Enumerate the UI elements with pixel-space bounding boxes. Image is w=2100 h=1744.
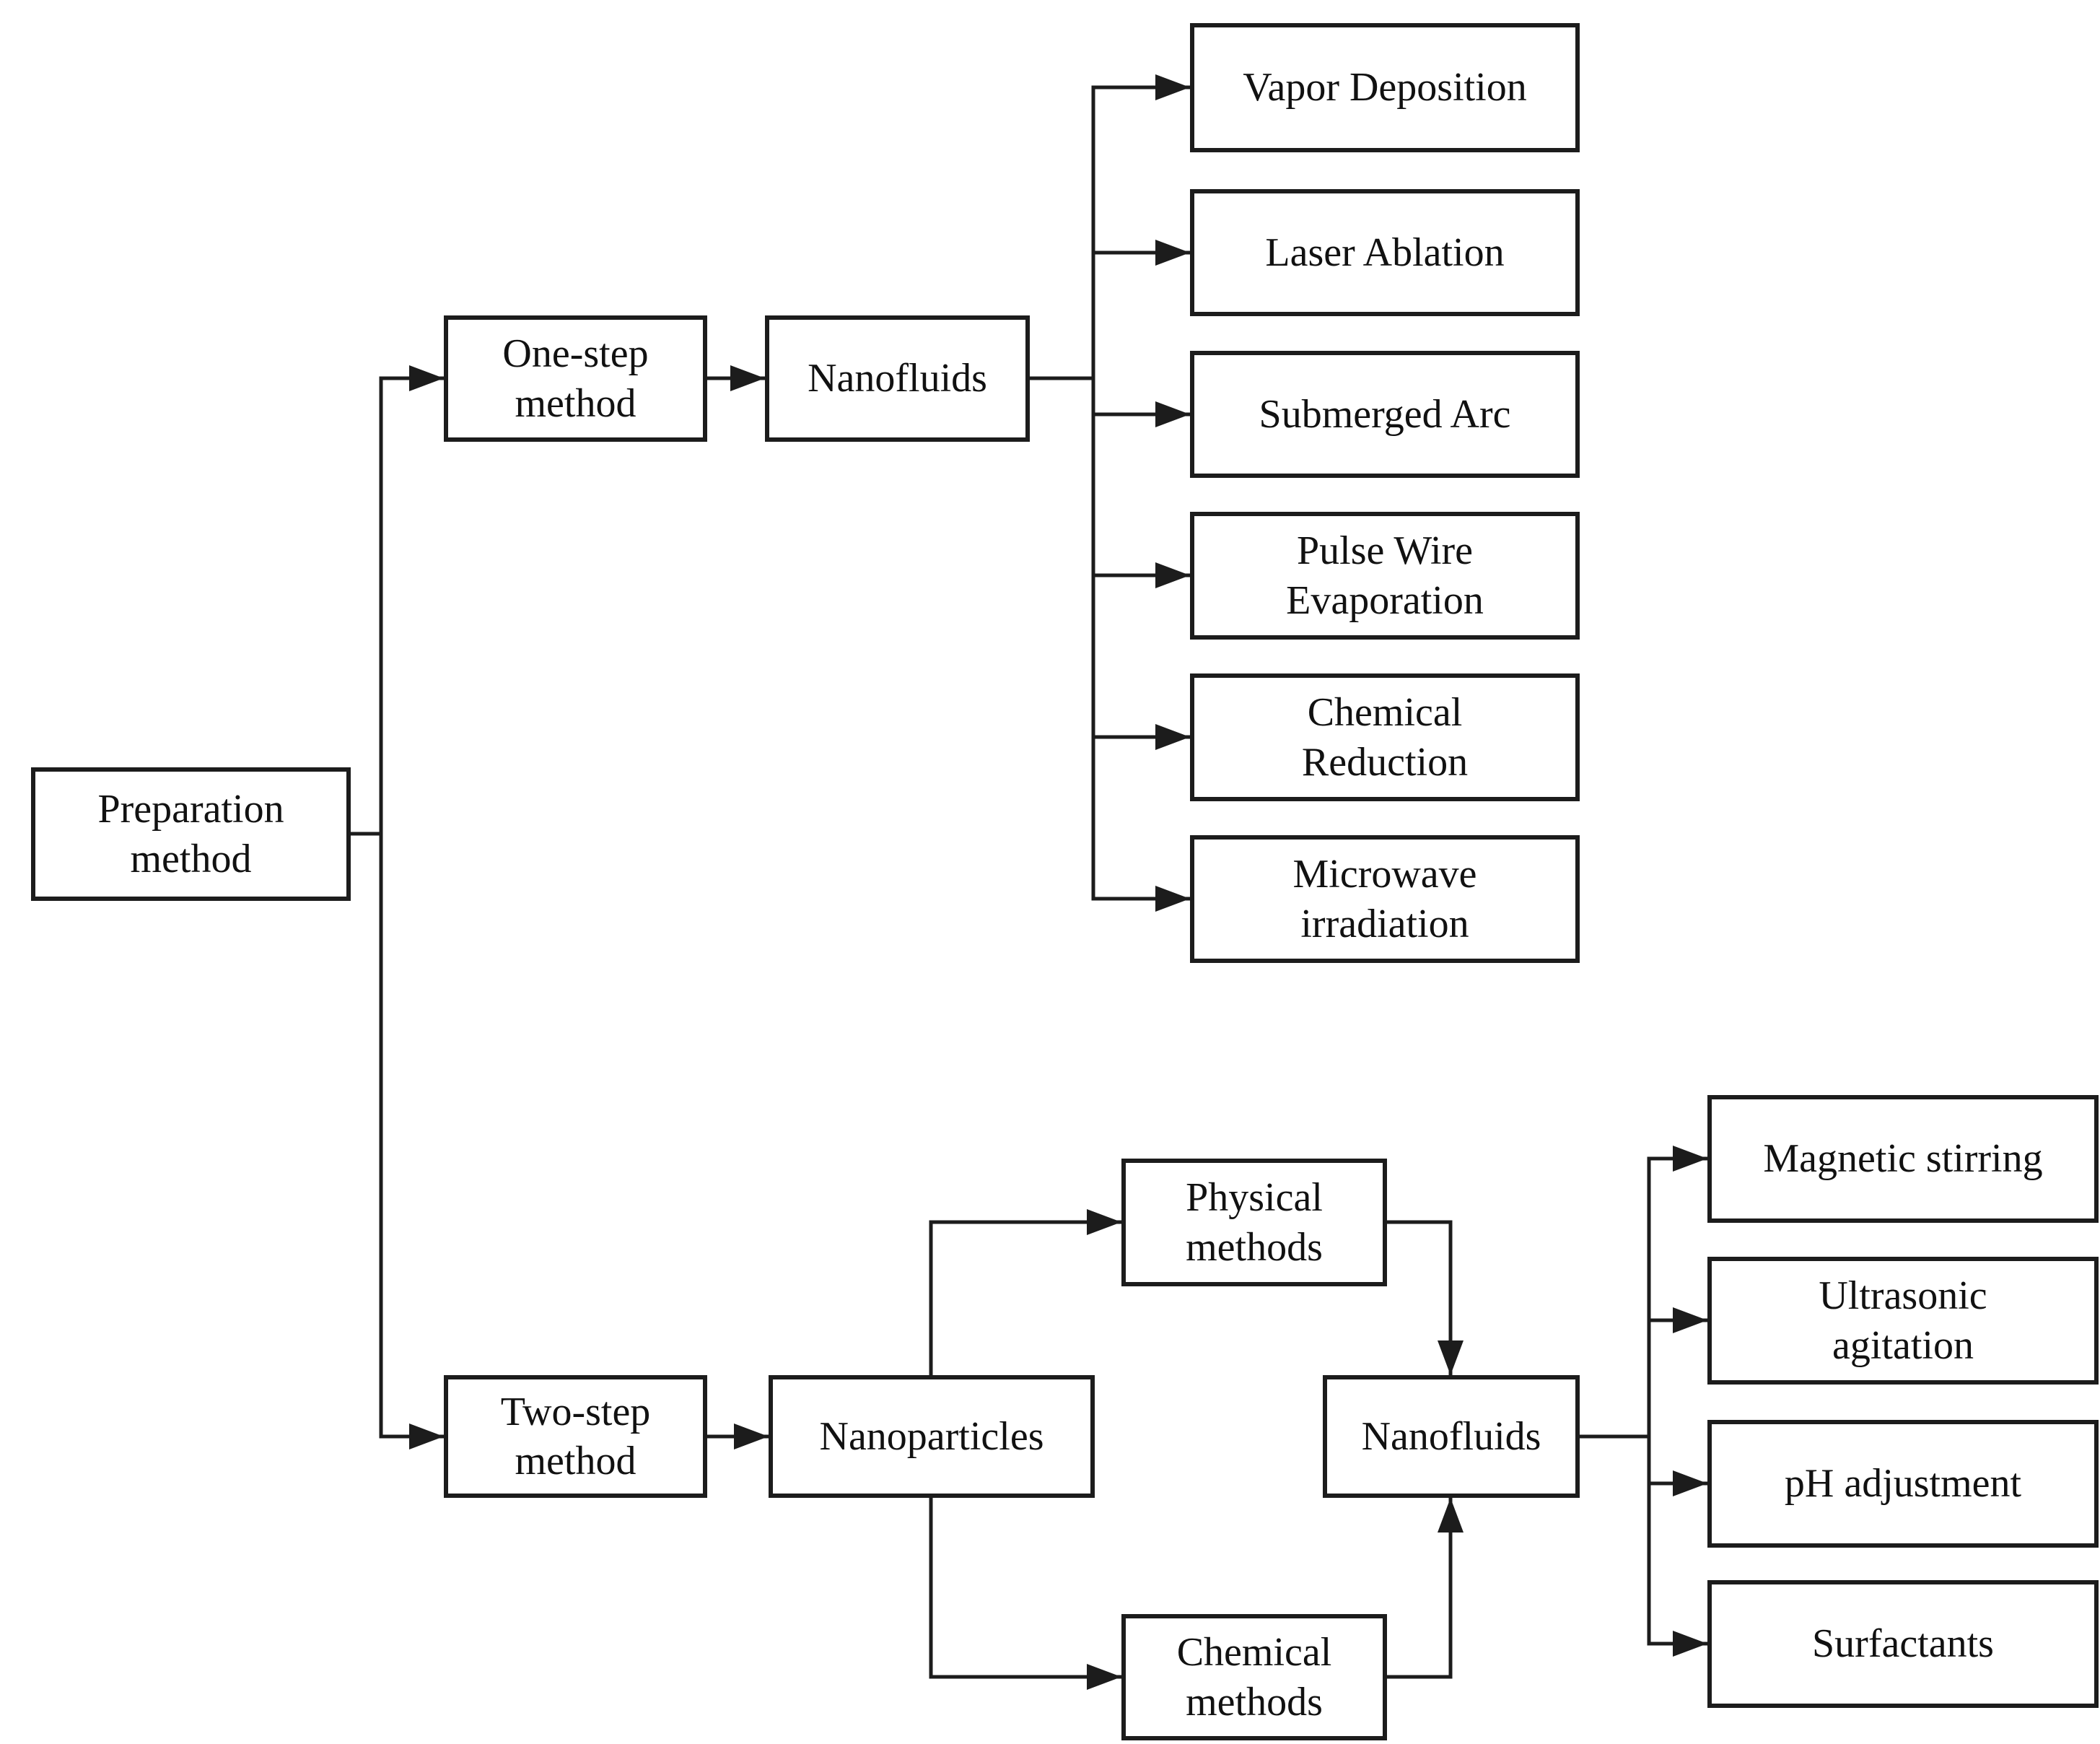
node-submerged-arc: Submerged Arc (1190, 351, 1580, 478)
node-nanoparticles: Nanoparticles (769, 1375, 1095, 1498)
node-label: Chemical Reduction (1301, 690, 1469, 785)
node-label: Two-step method (500, 1389, 651, 1483)
edge-chemical-nanofluids (1385, 1497, 1464, 1679)
node-ultrasonic-agitation: Ultrasonic agitation (1707, 1257, 2099, 1385)
node-label: Pulse Wire Evaporation (1286, 528, 1484, 623)
node-label: Laser Ablation (1265, 230, 1505, 275)
edge-nanoparticles-chemical (929, 1496, 1122, 1690)
node-label: Nanofluids (1361, 1413, 1541, 1459)
node-label: Submerged Arc (1259, 391, 1511, 437)
edge-nanofluids-bottom-trunk (1578, 1156, 1651, 1646)
node-magnetic-stirring: Magnetic stirring (1707, 1095, 2099, 1223)
node-label: Nanofluids (808, 356, 987, 401)
node-vapor-deposition: Vapor Deposition (1190, 23, 1580, 152)
node-label: Vapor Deposition (1243, 65, 1527, 110)
node-label: pH adjustment (1784, 1461, 2022, 1507)
node-two-step-method: Two-step method (444, 1375, 707, 1498)
node-label: Physical methods (1186, 1175, 1323, 1270)
edge-nanoparticles-physical (929, 1209, 1122, 1377)
node-label: Magnetic stirring (1763, 1136, 2043, 1182)
node-label: Chemical methods (1176, 1630, 1332, 1725)
node-label: Preparation method (97, 787, 284, 881)
node-label: One-step method (502, 331, 649, 426)
node-one-step-method: One-step method (444, 315, 707, 442)
node-laser-ablation: Laser Ablation (1190, 189, 1580, 316)
node-microwave-irradiation: Microwave irradiation (1190, 835, 1580, 963)
node-label: Surfactants (1812, 1621, 1994, 1667)
node-chemical-reduction: Chemical Reduction (1190, 673, 1580, 801)
node-ph-adjustment: pH adjustment (1707, 1420, 2099, 1548)
node-label: Microwave irradiation (1292, 852, 1477, 946)
node-nanofluids-bottom: Nanofluids (1323, 1375, 1580, 1498)
edge-preparation-trunk (349, 376, 383, 1439)
edge-physical-nanofluids (1385, 1220, 1464, 1376)
node-surfactants: Surfactants (1707, 1580, 2099, 1708)
node-nanofluids-top: Nanofluids (765, 315, 1030, 442)
node-physical-methods: Physical methods (1121, 1159, 1387, 1286)
node-chemical-methods: Chemical methods (1121, 1614, 1387, 1740)
node-label: Ultrasonic agitation (1819, 1273, 1987, 1368)
node-preparation-method: Preparation method (31, 767, 351, 901)
edge-nanofluids-top-trunk (1028, 85, 1095, 901)
node-pulse-wire-evaporation: Pulse Wire Evaporation (1190, 512, 1580, 640)
node-label: Nanoparticles (819, 1413, 1044, 1459)
